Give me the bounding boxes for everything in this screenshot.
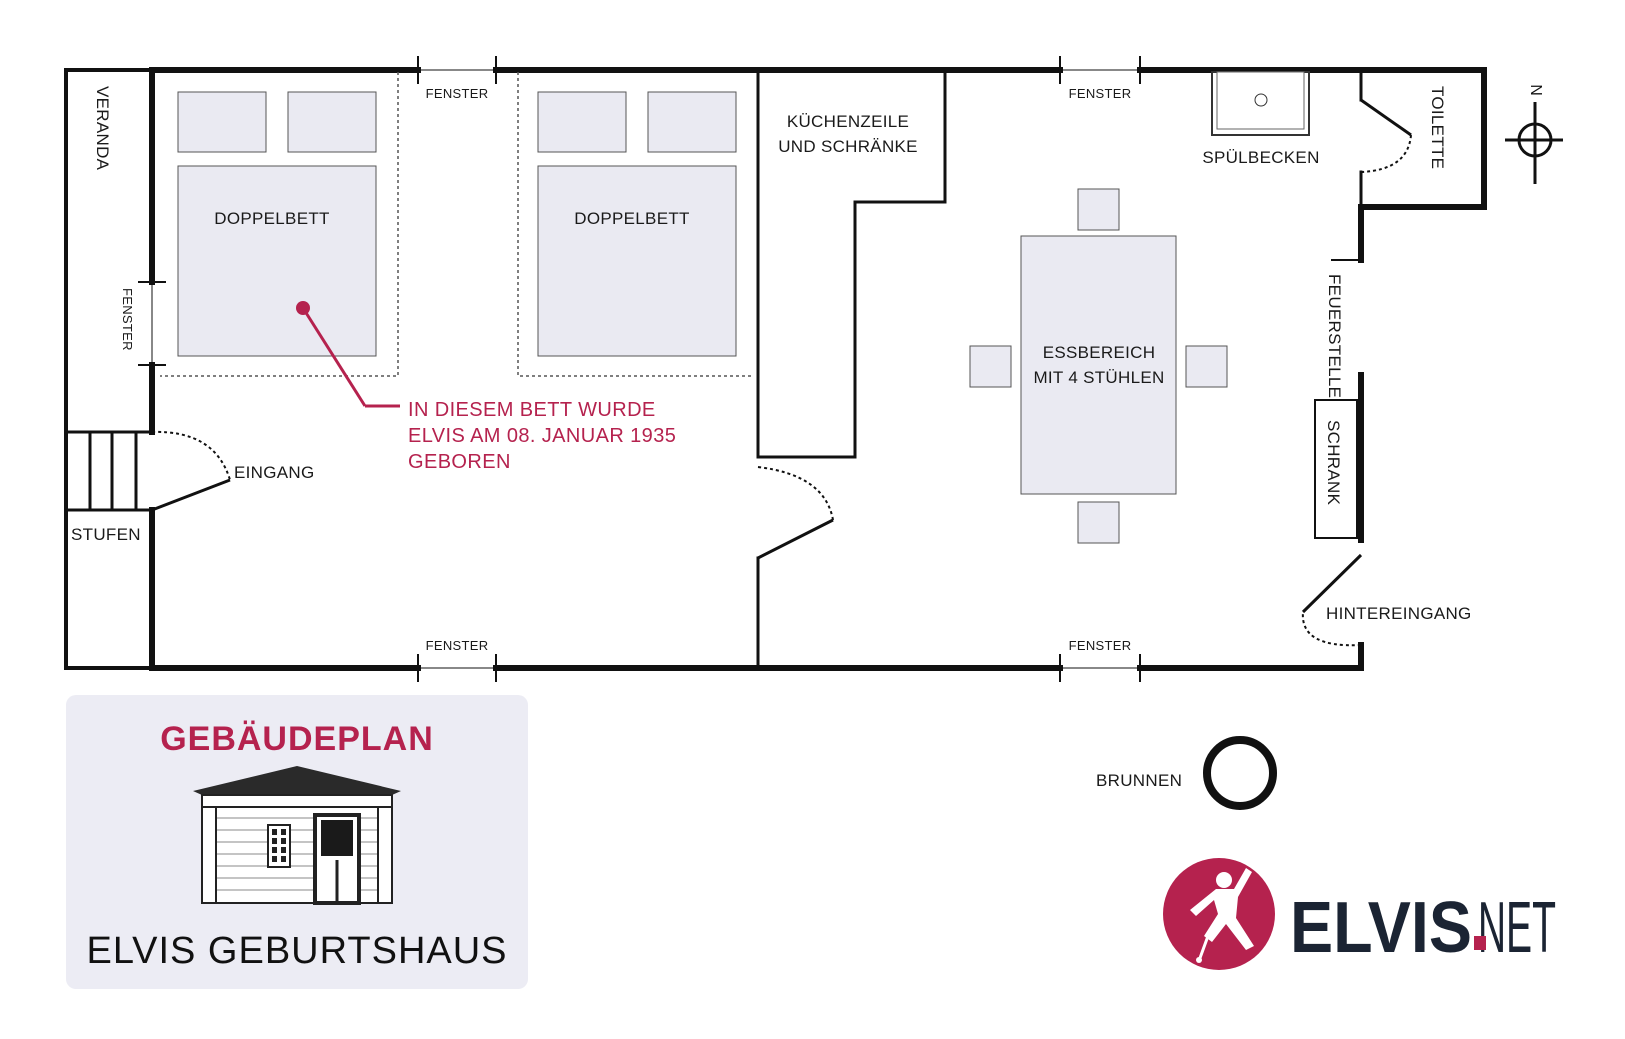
label-eingang: EINGANG xyxy=(234,463,315,482)
bed-1 xyxy=(177,165,377,357)
label-hintereingang: HINTEREINGANG xyxy=(1326,604,1472,623)
chair-right xyxy=(1185,345,1228,388)
chair-left xyxy=(969,345,1012,388)
wardrobe xyxy=(1314,399,1358,539)
birth-annotation: IN DIESEM BETT WURDE ELVIS AM 08. JANUAR… xyxy=(408,399,676,473)
bed-2 xyxy=(537,165,737,357)
birth-bed-marker xyxy=(296,301,400,408)
compass-icon: N xyxy=(1505,84,1563,184)
logo-tld: NET xyxy=(1470,888,1556,968)
walls xyxy=(64,67,1487,671)
card-title: GEBÄUDEPLAN xyxy=(160,720,434,758)
doors xyxy=(151,98,1412,647)
label-spuelbecken: SPÜLBECKEN xyxy=(1202,148,1319,167)
label-kueche-1: KÜCHENZEILE xyxy=(787,112,909,131)
dining-table xyxy=(1020,235,1177,495)
label-kueche-2: UND SCHRÄNKE xyxy=(778,137,918,156)
label-brunnen: BRUNNEN xyxy=(1096,771,1182,790)
info-card: GEBÄUDEPLAN xyxy=(66,695,528,989)
elvis-net-logo: ELVIS NET xyxy=(1163,858,1556,970)
annotation-line-3: GEBOREN xyxy=(408,451,511,473)
label-fenster-top-left: FENSTER xyxy=(426,86,489,101)
label-fenster-bottom-left: FENSTER xyxy=(426,638,489,653)
furniture xyxy=(177,71,1358,544)
chair-bottom xyxy=(1077,501,1120,544)
label-feuerstelle: FEUERSTELLE xyxy=(1325,274,1344,398)
label-schrank: SCHRANK xyxy=(1324,420,1343,506)
label-doppelbett-2: DOPPELBETT xyxy=(574,209,689,228)
logo-brand: ELVIS xyxy=(1290,888,1472,968)
label-essbereich-1: ESSBEREICH xyxy=(1043,343,1156,362)
label-veranda: VERANDA xyxy=(93,86,112,171)
dancer-icon xyxy=(1190,868,1254,963)
label-toilette: TOILETTE xyxy=(1428,86,1447,169)
house-icon xyxy=(193,766,401,905)
card-subtitle: ELVIS GEBURTSHAUS xyxy=(86,930,507,972)
chair-top xyxy=(1077,188,1120,231)
label-fenster-top-right: FENSTER xyxy=(1069,86,1132,101)
label-stufen: STUFEN xyxy=(71,525,141,544)
annotation-line-2: ELVIS AM 08. JANUAR 1935 xyxy=(408,425,676,447)
window-ticks xyxy=(138,56,1361,682)
annotation-line-1: IN DIESEM BETT WURDE xyxy=(408,399,656,421)
well-icon xyxy=(1203,736,1277,810)
room-labels: VERANDA FENSTER STUFEN EINGANG FENSTER F… xyxy=(71,86,1472,790)
bed-1-pillow-right xyxy=(287,91,377,153)
bed-2-pillow-right xyxy=(647,91,737,153)
bed-2-pillow-left xyxy=(537,91,627,153)
bed-1-pillow-left xyxy=(177,91,267,153)
label-fenster-left: FENSTER xyxy=(120,288,135,351)
bed-area-outlines xyxy=(160,72,754,377)
label-fenster-bottom-right: FENSTER xyxy=(1069,638,1132,653)
compass-north-label: N xyxy=(1527,84,1544,96)
label-essbereich-2: MIT 4 STÜHLEN xyxy=(1033,368,1164,387)
label-doppelbett-1: DOPPELBETT xyxy=(214,209,329,228)
